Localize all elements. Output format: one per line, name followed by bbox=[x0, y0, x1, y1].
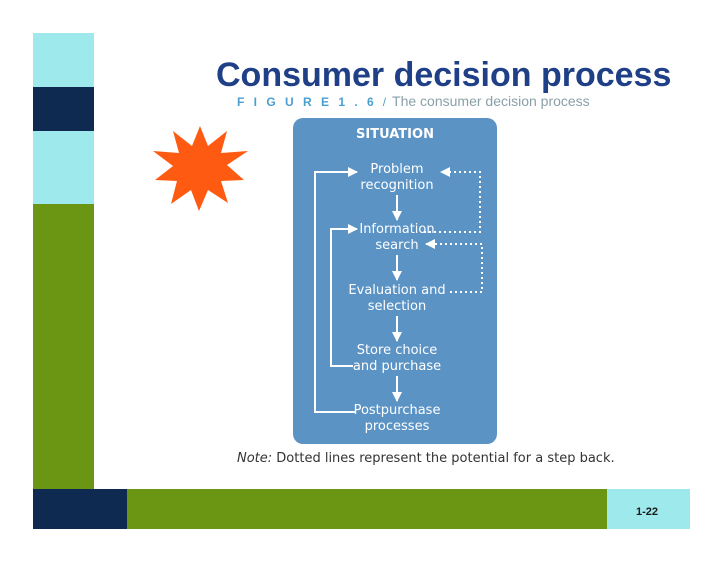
slide-title: Consumer decision process bbox=[216, 56, 672, 94]
step-postpurchase-processes: Postpurchase processes bbox=[353, 403, 441, 434]
deco-block-green-left bbox=[33, 204, 94, 489]
step-store-choice-purchase: Store choice and purchase bbox=[352, 343, 442, 374]
dotted-evaluation-to-search bbox=[425, 239, 483, 293]
figure-caption-text: The consumer decision process bbox=[392, 93, 590, 109]
loop-postpurchase-to-problem bbox=[314, 167, 358, 413]
dotted-search-to-problem bbox=[424, 167, 481, 233]
loop-store-choice-to-search bbox=[330, 224, 358, 367]
diagram-header-situation: SITUATION bbox=[356, 127, 434, 142]
figure-separator: / bbox=[382, 95, 387, 109]
note-label: Note: bbox=[237, 451, 273, 466]
footer-navy-block bbox=[33, 489, 127, 529]
starburst-icon bbox=[153, 126, 248, 211]
step-problem-recognition: Problem recognition bbox=[360, 162, 434, 193]
deco-block-cyan-mid bbox=[33, 131, 94, 204]
note-text: Dotted lines represent the potential for… bbox=[272, 451, 615, 466]
figure-caption: F I G U R E 1 . 6 / The consumer decision … bbox=[237, 94, 590, 108]
deco-block-navy-top bbox=[33, 87, 94, 131]
step-information-search: Information search bbox=[359, 222, 435, 253]
footer-green-bar bbox=[127, 489, 607, 529]
diagram-note: Note: Dotted lines represent the potenti… bbox=[237, 451, 615, 466]
figure-label: F I G U R E 1 . 6 bbox=[237, 95, 377, 109]
page-number: 1-22 bbox=[636, 506, 659, 518]
step-evaluation-selection: Evaluation and selection bbox=[348, 283, 446, 314]
footer-cyan-block bbox=[607, 489, 690, 529]
deco-block-cyan-top bbox=[33, 33, 94, 87]
